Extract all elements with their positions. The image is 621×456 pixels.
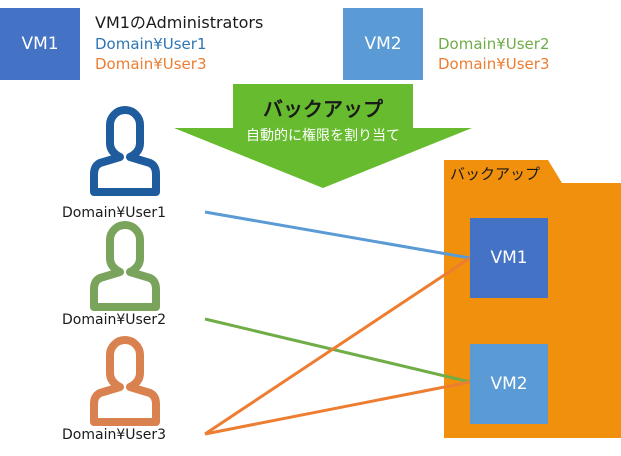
person-icon-user1 — [90, 106, 160, 196]
vm2-admin-user2: Domain¥User2 — [438, 35, 550, 53]
vm2-box-label: VM2 — [364, 34, 402, 54]
line-user1-vm1 — [204, 210, 471, 260]
folder-tab-label: バックアップ — [450, 165, 541, 183]
vm2-box: VM2 — [343, 8, 423, 80]
folder-vm1-label: VM1 — [490, 248, 528, 268]
vm2-admin-user3: Domain¥User3 — [438, 55, 550, 73]
user2-label: Domain¥User2 — [62, 312, 167, 328]
arrow-title: バックアップ — [263, 97, 383, 121]
vm1-admins-title: VM1のAdministrators — [95, 13, 264, 32]
folder-vm2-box: VM2 — [470, 344, 548, 424]
person-icon-user3 — [90, 336, 160, 426]
person-icon-user2 — [90, 221, 160, 311]
backup-arrow — [174, 84, 472, 188]
line-user3-vm1 — [204, 256, 471, 436]
user3-label: Domain¥User3 — [62, 427, 167, 443]
arrow-subtitle: 自動的に権限を割り当て — [246, 128, 400, 144]
vm1-admin-user1: Domain¥User1 — [95, 35, 207, 53]
line-user3-vm2 — [204, 380, 471, 436]
line-user2-vm2 — [204, 317, 471, 384]
folder-vm1-box: VM1 — [470, 218, 548, 298]
vm1-box: VM1 — [0, 8, 80, 80]
vm1-box-label: VM1 — [21, 34, 59, 54]
user1-label: Domain¥User1 — [62, 205, 167, 221]
vm1-admin-user3: Domain¥User3 — [95, 55, 207, 73]
folder-vm2-label: VM2 — [490, 374, 528, 394]
